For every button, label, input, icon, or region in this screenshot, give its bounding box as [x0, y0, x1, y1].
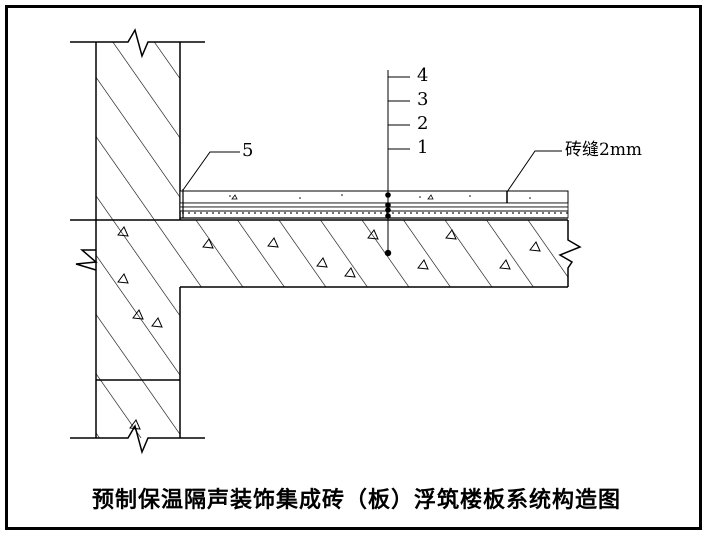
- concrete-slab: [70, 219, 568, 380]
- floor-layers: [179, 189, 569, 219]
- wall-lower: [95, 379, 181, 438]
- layer-label-3: 3: [417, 89, 429, 110]
- diagram-title: 预制保温隔声装饰集成砖（板）浮筑楼板系统构造图: [91, 488, 621, 513]
- layer-label-4: 4: [417, 65, 429, 86]
- wall-marker-label: 5: [242, 140, 254, 161]
- leader-lines: [182, 70, 562, 253]
- break-lines: [70, 28, 582, 455]
- tile-joint-label: 砖缝2mm: [565, 140, 643, 160]
- wall-upper: [95, 42, 181, 220]
- layer-label-2: 2: [417, 113, 429, 134]
- leader-dots: [384, 192, 392, 257]
- diagram-frame: [5, 5, 702, 530]
- layer-label-1: 1: [417, 137, 429, 158]
